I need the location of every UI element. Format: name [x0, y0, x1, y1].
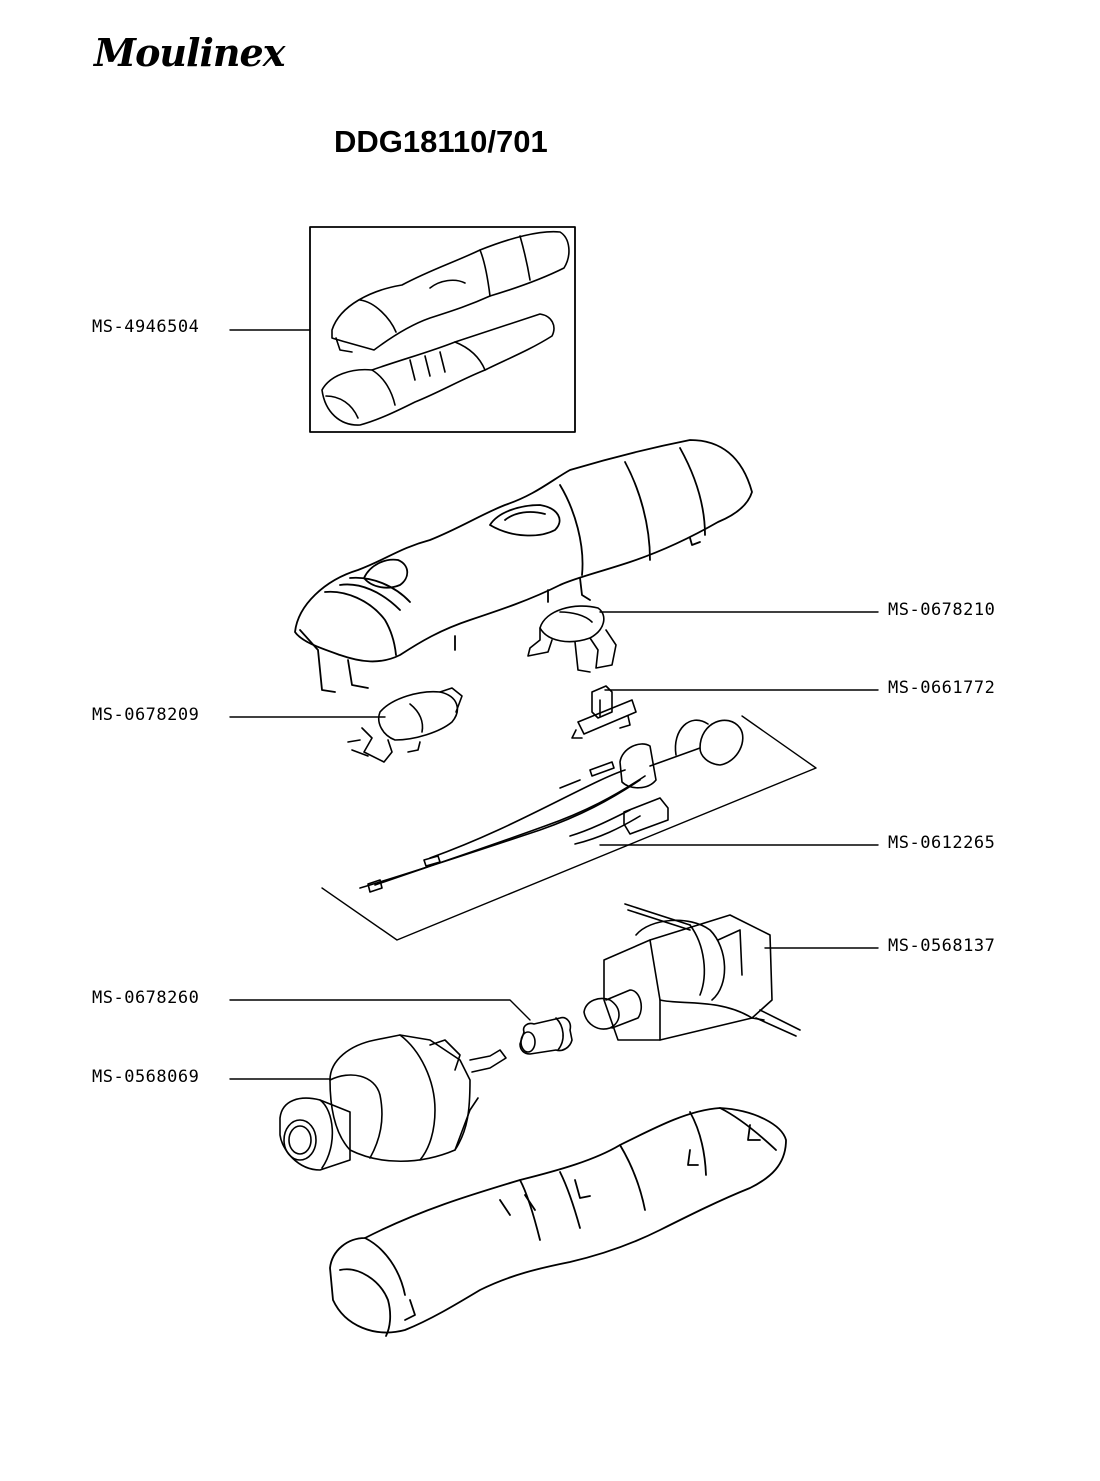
part-label-ms-0678260: MS-0678260: [92, 988, 200, 1008]
wiring-harness: [321, 715, 817, 941]
part-label-ms-4946504: MS-4946504: [92, 317, 200, 337]
coupling: [519, 1016, 573, 1055]
part-label-ms-0568069: MS-0568069: [92, 1067, 200, 1087]
brand-logo: Moulinex: [94, 30, 285, 75]
part-label-ms-0568137: MS-0568137: [888, 936, 996, 956]
motor: [583, 903, 801, 1041]
leader-lines: [229, 329, 879, 1080]
part-label-ms-0678209: MS-0678209: [92, 705, 200, 725]
switch-support: [527, 605, 617, 673]
part-label-ms-0661772: MS-0661772: [888, 678, 996, 698]
part-label-ms-0678210: MS-0678210: [888, 600, 996, 620]
upper-shell: [294, 439, 753, 693]
part-label-ms-0612265: MS-0612265: [888, 833, 996, 853]
front-collar: [347, 687, 463, 763]
model-number: DDG18110/701: [334, 124, 548, 159]
switch: [571, 685, 637, 739]
housing-set-inset: [309, 226, 576, 433]
lower-shell: [329, 1107, 787, 1337]
fan-housing: [279, 1034, 507, 1171]
